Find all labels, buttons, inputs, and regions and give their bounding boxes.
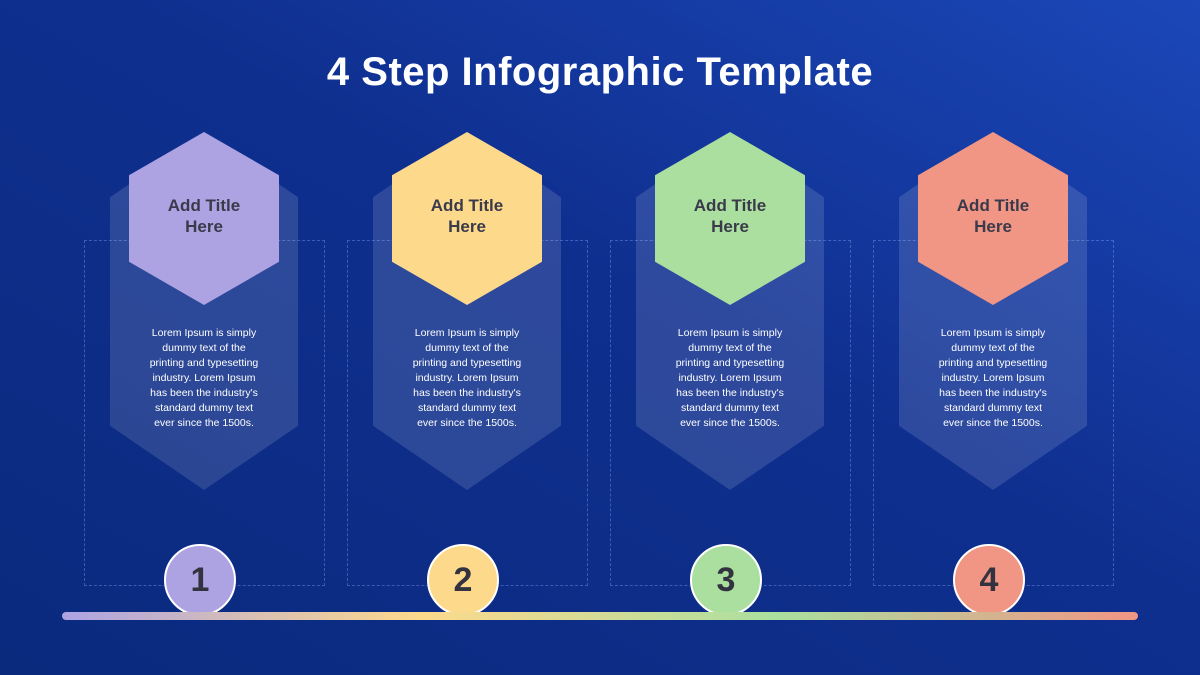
step-number-badge: 1 [164, 544, 236, 616]
slide-title: 4 Step Infographic Template [326, 50, 874, 94]
step-number-badge: 3 [690, 544, 762, 616]
step-description: Lorem Ipsum is simply dummy text of the … [675, 327, 785, 429]
step-3: Add Title Here Lorem Ipsum is simply dum… [610, 0, 873, 675]
step-title: Add Title Here [430, 195, 504, 236]
step-description: Lorem Ipsum is simply dummy text of the … [938, 327, 1048, 429]
timeline-bar [62, 612, 1138, 620]
step-description: Lorem Ipsum is simply dummy text of the … [149, 327, 259, 429]
step-hexagon: Add Title Here [129, 132, 279, 305]
step-2: Add Title Here Lorem Ipsum is simply dum… [347, 0, 610, 675]
step-number-badge: 4 [953, 544, 1025, 616]
step-title: Add Title Here [956, 195, 1030, 236]
step-title: Add Title Here [693, 195, 767, 236]
step-1: Add Title Here Lorem Ipsum is simply dum… [84, 0, 347, 675]
step-4: Add Title Here Lorem Ipsum is simply dum… [873, 0, 1136, 675]
step-description: Lorem Ipsum is simply dummy text of the … [412, 327, 522, 429]
step-title: Add Title Here [167, 195, 241, 236]
step-number-badge: 2 [427, 544, 499, 616]
